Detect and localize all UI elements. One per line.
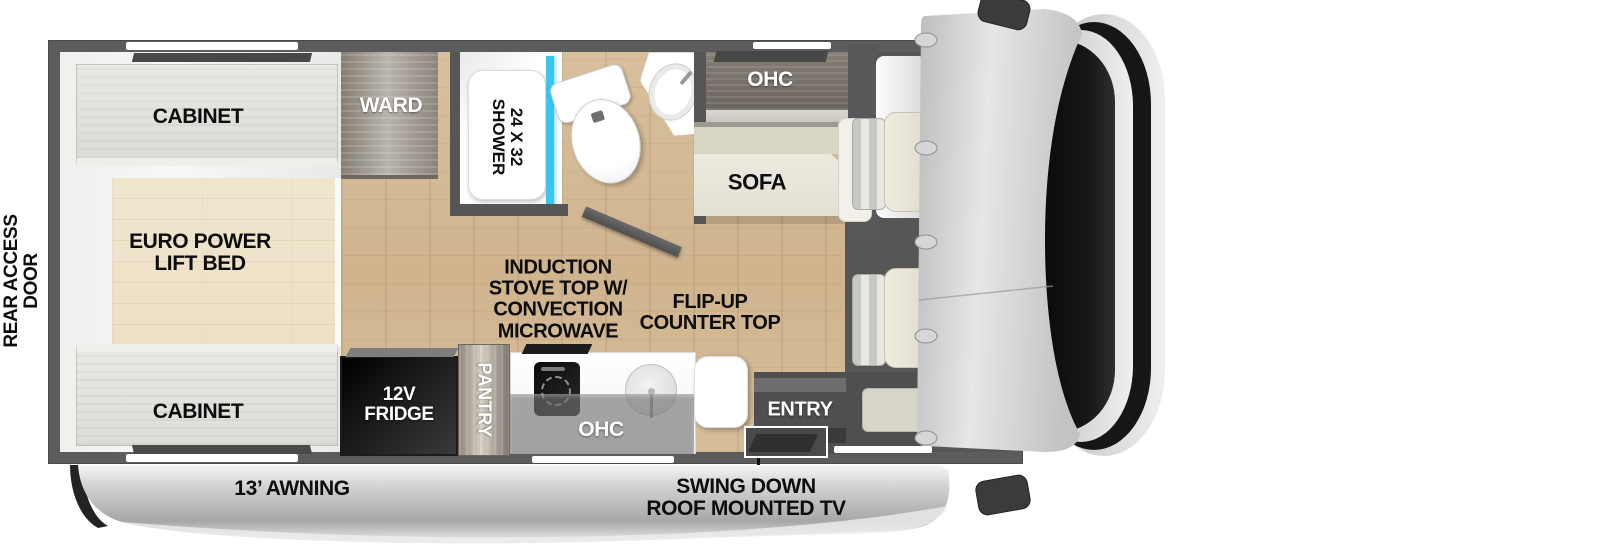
cab-front bbox=[914, 0, 1165, 516]
rear-bottom-window bbox=[126, 454, 298, 462]
sofa-back bbox=[694, 122, 846, 154]
lift-bed bbox=[112, 178, 341, 346]
shower-pad bbox=[468, 70, 546, 200]
counter-vent bbox=[521, 344, 593, 354]
pantry bbox=[458, 344, 510, 456]
kitchen-bottom-window bbox=[532, 456, 674, 463]
awning-label: 13’ AWNING bbox=[234, 476, 350, 500]
mirror-top bbox=[977, 0, 1031, 31]
stove-note-label: INDUCTION STOVE TOP W/ CONVECTION MICROW… bbox=[488, 256, 628, 343]
sink-drain bbox=[648, 388, 655, 395]
pantry-label: PANTRY bbox=[474, 362, 495, 438]
awning-bottom-highlight bbox=[122, 506, 948, 544]
swing-down-tv bbox=[744, 426, 828, 458]
awning-left-edge bbox=[70, 465, 108, 528]
rear-top-vent bbox=[131, 53, 313, 62]
mirror-bottom bbox=[975, 474, 1031, 516]
passenger-seat-back bbox=[852, 274, 886, 366]
sofa-label: SOFA bbox=[727, 169, 787, 195]
cab-hinge-rivets bbox=[914, 32, 938, 446]
awning-body bbox=[78, 465, 950, 544]
kitchen-ohc-label: OHC bbox=[578, 417, 624, 441]
entry-bottom-window bbox=[834, 446, 932, 453]
cab-hood bbox=[917, 9, 1082, 452]
rear-top-window bbox=[126, 42, 298, 50]
kitchen-ohc-overlay bbox=[510, 394, 694, 454]
sofa-seat bbox=[694, 154, 846, 216]
cab-step bbox=[862, 388, 926, 432]
cabinet-top-label: CABINET bbox=[152, 104, 244, 128]
counter-note-label: FLIP-UP COUNTER TOP bbox=[639, 290, 781, 334]
tv-note-label: SWING DOWN ROOF MOUNTED TV bbox=[646, 474, 846, 520]
cabinet-bottom-label: CABINET bbox=[152, 399, 244, 423]
flip-up-counter bbox=[694, 356, 748, 428]
lift-bed-label: EURO POWER LIFT BED bbox=[129, 229, 271, 275]
cooktop-control-bar bbox=[541, 367, 565, 371]
driver-seat-back bbox=[852, 118, 886, 210]
fridge-top-edge bbox=[345, 348, 459, 357]
wardrobe-label: WARD bbox=[359, 93, 423, 117]
entry-label: ENTRY bbox=[767, 398, 833, 421]
wardrobe bbox=[341, 52, 438, 179]
rear-access-door-label: REAR ACCESS DOOR bbox=[0, 214, 42, 348]
living-ohc-label: OHC bbox=[747, 67, 793, 91]
awning-skirt bbox=[70, 465, 950, 544]
bathroom-bottom-wall bbox=[450, 204, 568, 216]
front-top-vent bbox=[713, 51, 829, 62]
sofa-shadow bbox=[694, 216, 844, 224]
fridge bbox=[340, 356, 458, 456]
hood-seam bbox=[918, 285, 1054, 301]
rear-cabinet-top bbox=[76, 64, 338, 166]
rear-cabinet-bottom bbox=[76, 344, 338, 446]
front-top-window bbox=[753, 42, 831, 49]
shower-glass bbox=[546, 56, 554, 208]
fridge-label: 12V FRIDGE bbox=[364, 383, 434, 425]
entry-step-upper bbox=[754, 378, 846, 392]
shower-label: 24 X 32 SHOWER bbox=[489, 98, 527, 176]
